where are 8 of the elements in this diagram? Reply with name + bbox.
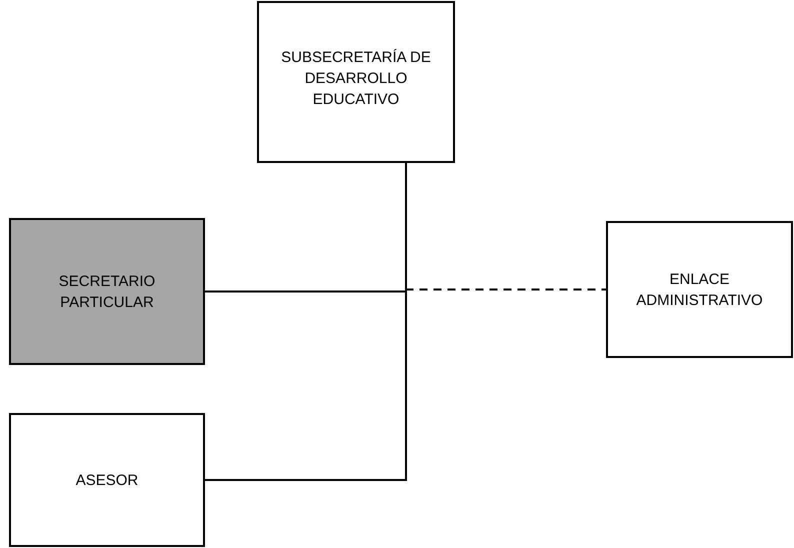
box-label: ENLACE ADMINISTRATIVO <box>635 270 764 310</box>
box-label: ASESOR <box>76 470 138 490</box>
org-box <box>257 1 455 163</box>
org-box <box>9 218 205 365</box>
org-box <box>9 413 205 547</box>
box-label: SUBSECRETARÍA DE DESARROLLO EDUCATIVO <box>280 48 432 110</box>
org-box <box>606 221 793 358</box>
box-label: SECRETARIO PARTICULAR <box>58 272 156 312</box>
